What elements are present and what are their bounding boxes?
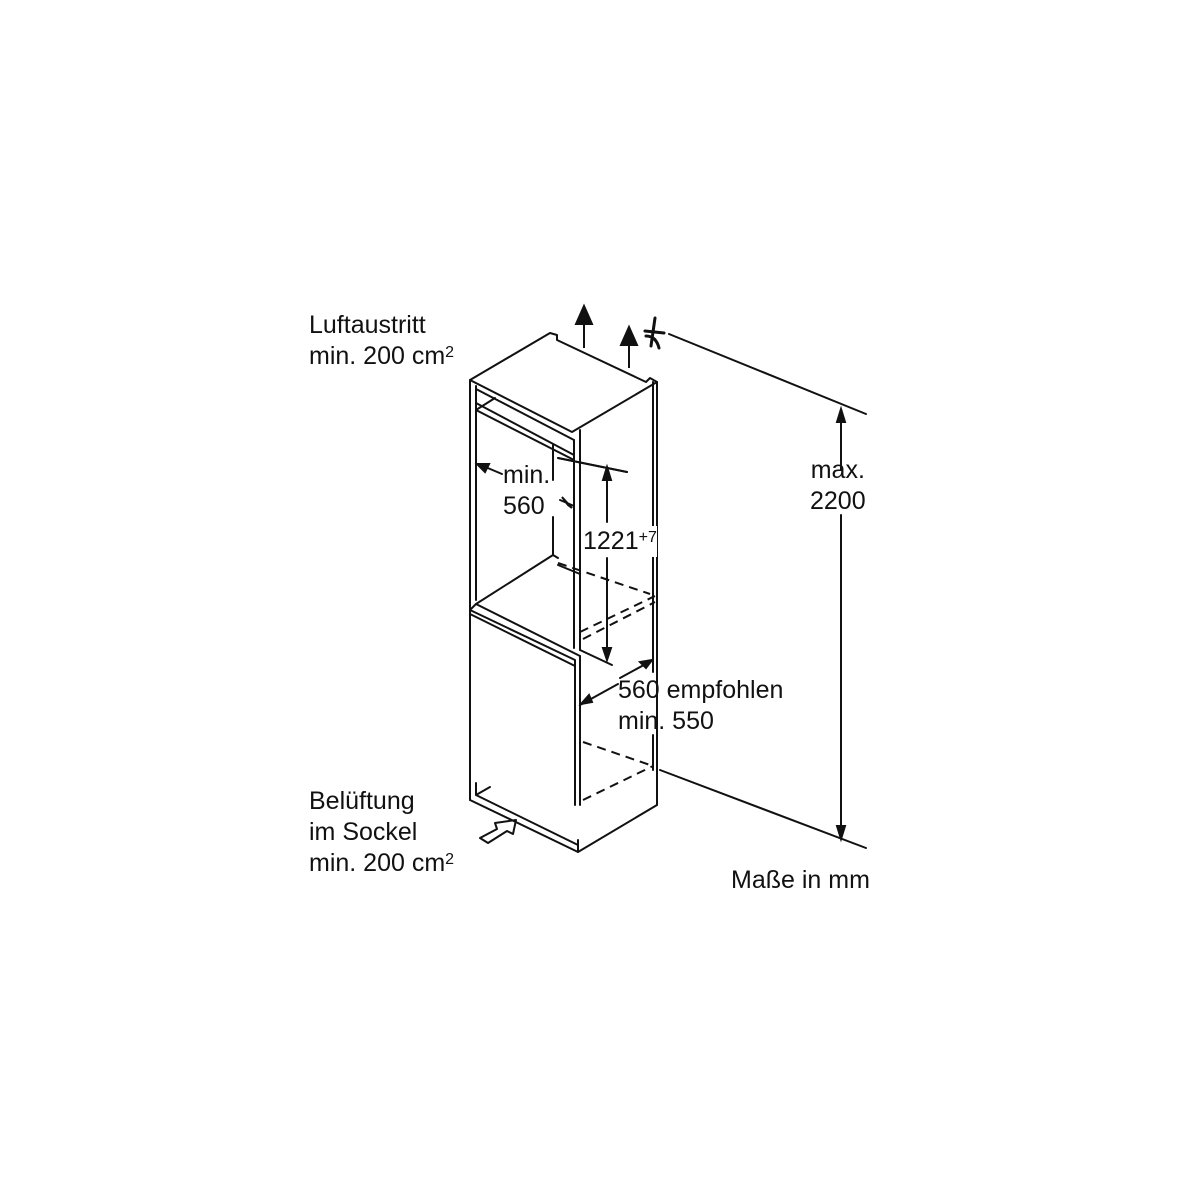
max-height-value: 2200 bbox=[810, 487, 866, 515]
max-height-line1: max. bbox=[810, 456, 865, 484]
niche-height-tolerance: +7 bbox=[638, 529, 657, 546]
base-ventilation-line3: min. 200 cm2 bbox=[309, 848, 454, 879]
base-ventilation-area: min. 200 cm bbox=[309, 849, 446, 877]
depth-label: 560 empfohlen min. 550 bbox=[618, 675, 783, 737]
depth-minimum: min. 550 bbox=[618, 707, 714, 735]
air-outlet-area: min. 200 cm bbox=[309, 342, 446, 370]
base-ventilation-exponent: 2 bbox=[445, 851, 455, 868]
niche-width-value: 560 bbox=[503, 492, 545, 520]
base-ventilation-line1: Belüftung bbox=[309, 787, 415, 815]
air-outlet-line2: min. 200 cm2 bbox=[309, 341, 454, 372]
niche-width-line1: min. bbox=[503, 461, 551, 489]
niche-height-value: 1221 bbox=[583, 527, 639, 555]
tilt-symbol bbox=[643, 316, 666, 350]
air-outlet-line1: Luftaustritt bbox=[309, 311, 426, 339]
depth-recommended: 560 empfohlen bbox=[618, 676, 784, 704]
air-outlet-exponent: 2 bbox=[445, 344, 455, 361]
air-outlet-label: Luftaustritt min. 200 cm2 bbox=[309, 310, 454, 372]
max-height-label: max. 2200 bbox=[810, 455, 866, 517]
units-note: Maße in mm bbox=[731, 866, 870, 894]
niche-width-label: min. 560 bbox=[503, 460, 550, 522]
base-ventilation-line2: im Sockel bbox=[309, 818, 418, 846]
cabinet-top-outline bbox=[469, 332, 658, 433]
base-ventilation-label: Belüftung im Sockel min. 200 cm2 bbox=[309, 786, 454, 879]
niche-height-label: 1221+7 bbox=[583, 526, 657, 557]
